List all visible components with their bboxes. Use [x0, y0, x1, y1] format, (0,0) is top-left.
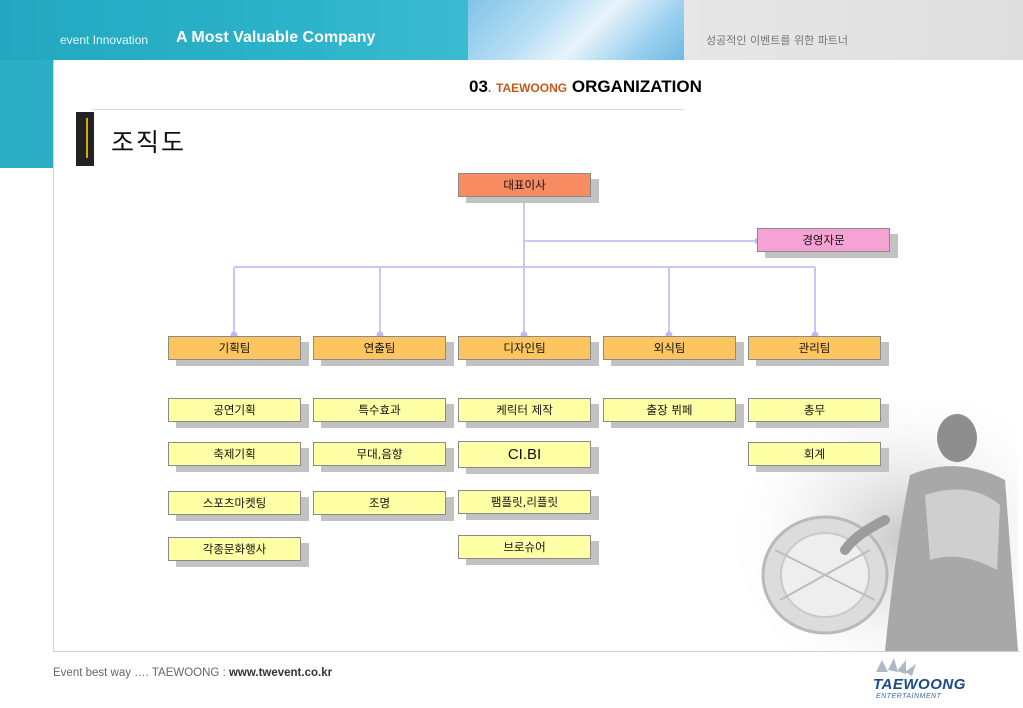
item-box: 조명 — [313, 491, 446, 515]
logo-name: TAEWOONG — [873, 676, 966, 693]
item-box: 무대,음향 — [313, 442, 446, 466]
tagline-big: A Most Valuable Company — [176, 29, 376, 46]
heading-divider — [92, 109, 684, 110]
logo-subtitle: ENTERTAINMENT — [876, 693, 942, 700]
team-box-catering: 외식팀 — [603, 336, 736, 360]
footer-url[interactable]: www.twevent.co.kr — [228, 667, 333, 679]
section-brand: TAEWOONG — [496, 81, 568, 95]
section-name: ORGANIZATION — [571, 77, 702, 96]
item-box: 공연기획 — [168, 398, 301, 422]
item-box: CI.BI — [458, 441, 591, 468]
drummer-photo — [735, 400, 1018, 651]
team-box-design: 디자인팀 — [458, 336, 591, 360]
item-box: 축제기획 — [168, 442, 301, 466]
left-accent-strip — [0, 60, 53, 168]
advisor-box: 경영자문 — [757, 228, 890, 252]
item-box: 스포츠마켓팅 — [168, 491, 301, 515]
item-box: 출장 뷔페 — [603, 398, 736, 422]
section-heading: 03. TAEWOONG ORGANIZATION — [469, 77, 702, 97]
title-marker-accent — [86, 118, 88, 158]
item-box: 케릭터 제작 — [458, 398, 591, 422]
item-box: 팸플릿,리플릿 — [458, 490, 591, 514]
item-box: 총무 — [748, 398, 881, 422]
item-box: 브로슈어 — [458, 535, 591, 559]
footer-text: Event best way …. TAEWOONG : www.twevent… — [53, 667, 332, 679]
ceo-box: 대표이사 — [458, 173, 591, 197]
taewoong-logo-icon — [876, 658, 916, 676]
team-box-planning: 기획팀 — [168, 336, 301, 360]
item-box: 특수효과 — [313, 398, 446, 422]
page-title: 조직도 — [111, 128, 187, 157]
title-marker — [76, 112, 94, 166]
korean-tagline: 성공적인 이벤트를 위한 파트너 — [706, 34, 849, 47]
section-dot: . — [487, 81, 492, 95]
tagline-small: event Innovation — [60, 33, 149, 47]
header-right-panel — [684, 0, 1023, 60]
item-box: 회계 — [748, 442, 881, 466]
section-number: 03 — [469, 77, 488, 96]
header-banner — [0, 0, 468, 60]
header-sky-image — [468, 0, 684, 60]
item-box: 각종문화행사 — [168, 537, 301, 561]
team-box-direction: 연출팀 — [313, 336, 446, 360]
footer-slogan: Event best way …. TAEWOONG : — [53, 667, 229, 679]
team-box-management: 관리팀 — [748, 336, 881, 360]
